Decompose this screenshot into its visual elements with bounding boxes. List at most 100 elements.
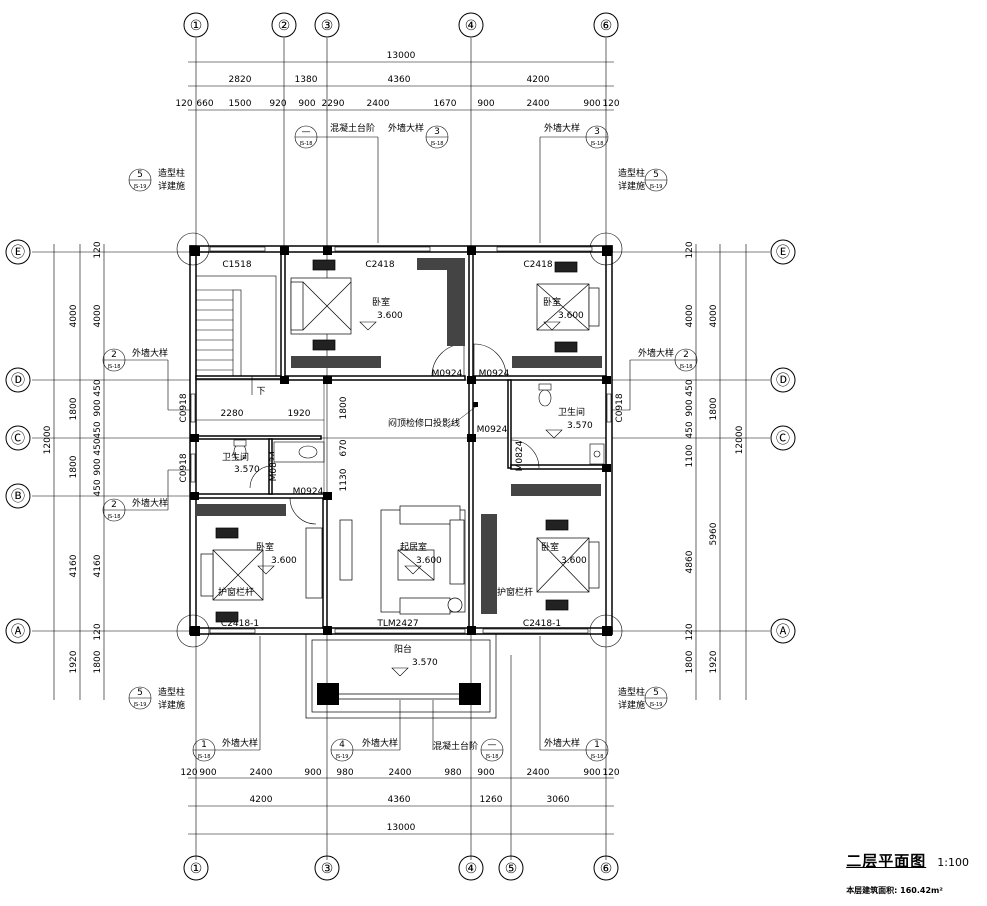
dim-bottom-row1: 120 900 2400 900 980 2400 980 900 2400 9… [180, 768, 619, 778]
axis-label-right-A: Ⓐ [776, 624, 790, 640]
callout-ext-l1-ref: JS-18 [107, 364, 121, 370]
room-elev-bedroom-ul: 3.600 [377, 311, 403, 321]
dim-right-i-3: 900 [685, 399, 695, 416]
room-elev-bedroom-ur: 3.600 [558, 311, 584, 321]
ext-wall-r: 外墙大样 [638, 347, 674, 359]
dim-left-i-10: 1800 [93, 650, 103, 673]
railing-note-left: 护窗栏杆 [218, 586, 254, 598]
dim-bot-r1-10: 120 [602, 768, 619, 778]
axis-label-left-A: Ⓐ [11, 624, 25, 640]
axis-label-right-C: Ⓒ [776, 431, 790, 447]
callout-top-1-num: — [302, 127, 311, 137]
balcony [305, 633, 497, 719]
dim-bot-r1-0: 120 [180, 768, 197, 778]
axis-label-bottom-6: ⑥ [600, 861, 613, 877]
callout-col-ul-num: 5 [137, 170, 143, 180]
dim-bottom-row2: 4200 4360 1260 3060 [250, 795, 570, 805]
dim-right-o-0: 4000 [709, 304, 719, 327]
callout-bot-3-ref: JS-18 [485, 754, 499, 760]
axis-label-top-1: ① [190, 18, 203, 34]
ext-wall-b4: 外墙大样 [544, 737, 580, 749]
door-swings [249, 343, 540, 525]
ext-wall-top-mid: 外墙大样 [388, 122, 424, 134]
dimension-chain-left [53, 244, 105, 700]
bed-upper-left [290, 259, 352, 351]
dim-top-r2-1: 660 [196, 99, 213, 109]
callout-top-2-num: 3 [434, 127, 440, 137]
axis-label-bottom-4: ④ [465, 861, 478, 877]
room-elev-bath-left: 3.570 [234, 465, 260, 475]
dim-right-i-8: 1800 [685, 650, 695, 673]
window-label-c0918-a: C0918 [179, 393, 189, 422]
room-elev-bath-right: 3.570 [567, 421, 593, 431]
window-labels: C1518 C2418 C2418 C2418-1 C2418-1 TLM242… [179, 260, 625, 629]
dim-left-i-9: 120 [93, 623, 103, 640]
axis-bubbles-top: ① ② ③ ④ ⑥ [183, 12, 619, 38]
dim-top-r1-0: 2820 [229, 75, 252, 85]
door-label-m0824-a: M0824 [269, 450, 279, 481]
detail-callouts-bottom: 1 JS-18 外墙大样 4 JS-19 外墙大样 — JS-18 1 JS-1… [192, 636, 609, 762]
detail-callouts-side: 5 JS-19 造型柱 详建施 5 JS-19 造型柱 详建施 2 JS-18 … [102, 167, 698, 711]
window-label-c2418-1-b: C2418-1 [523, 619, 561, 629]
callout-bot-2-ref: JS-19 [335, 754, 349, 760]
room-name-bath-left: 卫生间 [222, 451, 249, 463]
dim-top-r2-3: 920 [269, 99, 286, 109]
ext-wall-l2: 外墙大样 [132, 497, 168, 509]
dim-left-i-3: 900 [93, 399, 103, 416]
callout-col-ur-num: 5 [653, 170, 659, 180]
see-arch-ul: 详建施 [158, 180, 185, 192]
window-label-c2418-a: C2418 [365, 260, 394, 270]
room-name-balcony: 阳台 [394, 643, 412, 655]
room-labels: 卧室 3.600 卧室 3.600 卧室 3.600 卧室 3.600 起居室 … [222, 296, 593, 668]
dim-right-o-3: 1920 [709, 650, 719, 673]
dim-top-row1: 2820 1380 4360 4200 [229, 75, 550, 85]
door-label-m0924-b: M0924 [479, 369, 510, 379]
callout-top-2-ref: JS-18 [430, 141, 444, 147]
dim-bot-r1-8: 2400 [527, 768, 550, 778]
dim-top-total: 13000 [387, 51, 416, 61]
callout-col-ul-ref: JS-19 [133, 184, 147, 190]
door-label-m0824-b: M0824 [515, 440, 525, 471]
dim-right-i-7: 120 [685, 623, 695, 640]
door-label-m0924-d: M0924 [293, 487, 324, 497]
concrete-step-top: 混凝土台阶 [330, 122, 375, 134]
bed-upper-right [536, 261, 600, 353]
dim-top-r1-2: 4360 [388, 75, 411, 85]
structural-columns [190, 246, 612, 705]
dim-top-r2-6: 2400 [367, 99, 390, 109]
struct-col-ul: 造型柱 [158, 167, 185, 179]
floor-area-note: 本层建筑面积: 160.42m² [846, 886, 943, 895]
dim-left-outer: 4000 1800 1800 4160 1920 [69, 304, 79, 673]
dim-left-i-1: 4000 [93, 304, 103, 327]
axis-label-left-E: Ⓔ [11, 245, 25, 261]
axis-label-left-C: Ⓒ [11, 431, 25, 447]
dim-right-total: 12000 [735, 425, 745, 454]
dim-left-o-2: 1800 [69, 455, 79, 478]
dim-int-670: 670 [339, 439, 349, 456]
ext-wall-top-right: 外墙大样 [544, 122, 580, 134]
dim-top-r2-0: 120 [175, 99, 192, 109]
ext-wall-b2: 外墙大样 [362, 737, 398, 749]
callout-bot-4-num: 1 [594, 740, 600, 750]
dim-int-1920: 1920 [288, 409, 311, 419]
dim-left-i-5: 450 [93, 438, 103, 455]
concrete-step-bottom: 混凝土台阶 [433, 740, 478, 752]
callout-ext-r-ref: JS-18 [679, 364, 693, 370]
dim-bot-r1-2: 2400 [250, 768, 273, 778]
axis-bubbles-right: Ⓔ Ⓓ Ⓒ Ⓐ [770, 239, 796, 644]
axis-label-right-E: Ⓔ [776, 245, 790, 261]
dim-right-outer: 4000 1800 5960 1920 [709, 304, 719, 673]
dim-right-i-0: 120 [685, 241, 695, 258]
door-label-m0924-c: M0924 [477, 425, 508, 435]
dim-right-i-2: 450 [685, 379, 695, 396]
room-elev-living: 3.600 [416, 556, 442, 566]
dim-top-r2-8: 900 [477, 99, 494, 109]
dim-int-2280: 2280 [221, 409, 244, 419]
dim-right-i-4: 450 [685, 421, 695, 438]
dim-top-r2-2: 1500 [229, 99, 252, 109]
title-block: 二层平面图 1:100 本层建筑面积: 160.42m² [846, 850, 969, 896]
notes: 闷顶检修口投影线 护窗栏杆 护窗栏杆 混凝土台阶 混凝土台阶 [218, 122, 533, 752]
callout-col-ll-num: 5 [137, 688, 143, 698]
callout-col-lr-num: 5 [653, 688, 659, 698]
